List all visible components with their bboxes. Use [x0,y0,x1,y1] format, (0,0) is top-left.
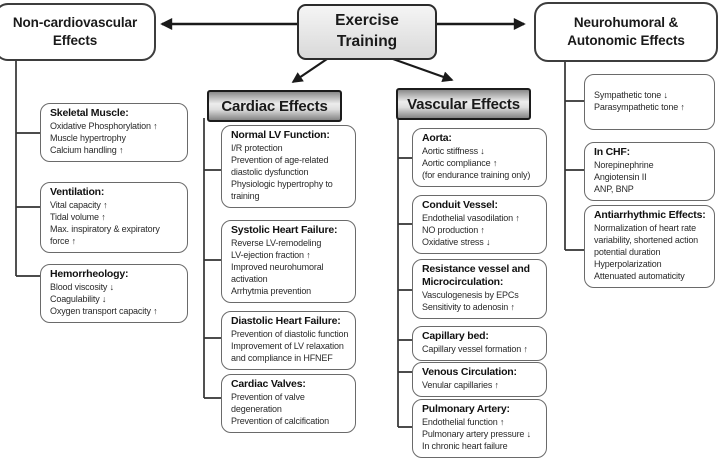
connector-non-cardio [15,56,40,277]
node-antiarrhythmic-effects: Antiarrhythmic Effects: Normalization of… [584,205,715,288]
node-body: Prevention of valve degeneration Prevent… [231,392,330,427]
node-body: Norepinephrine Angiotensin II ANP, BNP [594,160,654,195]
node-sympathetic-tone: Sympathetic tone ↓ Parasympathetic tone … [584,74,715,130]
node-title: Skeletal Muscle: [50,107,129,119]
node-title: Normal LV Function: [231,129,330,141]
node-conduit-vessel: Conduit Vessel: Endothelial vasodilation… [412,195,547,255]
node-neurohumoral-autonomic-effects: Neurohumoral & Autonomic Effects [534,2,718,62]
node-diastolic-heart-failure: Diastolic Heart Failure: Prevention of d… [221,311,356,371]
node-body: I/R protection Prevention of age-related… [231,143,333,201]
header-cardiac-effects: Cardiac Effects [207,90,342,122]
node-body: Normalization of heart rate variability,… [594,223,699,281]
arrow-to-cardiac [291,58,328,83]
node-title: Diastolic Heart Failure: [231,315,341,327]
node-body: Blood viscosity ↓ Coagulability ↓ Oxygen… [50,282,158,317]
node-title: Cardiac Valves: [231,378,306,390]
node-pulmonary-artery: Pulmonary Artery: Endothelial function ↑… [412,399,547,459]
node-body: Capillary vessel formation ↑ [422,344,528,355]
node-body: Reverse LV-remodeling LV-ejection fracti… [231,238,324,296]
node-title: Venous Circulation: [422,366,517,378]
node-title: Hemorrheology: [50,268,129,280]
node-body: Aortic stiffness ↓ Aortic compliance ↑ (… [422,146,531,181]
node-body: Venular capillaries ↑ [422,380,499,391]
node-normal-lv-function: Normal LV Function: I/R protection Preve… [221,125,356,208]
node-exercise-training: Exercise Training [297,4,437,60]
arrow-to-vascular [392,57,454,83]
node-skeletal-muscle: Skeletal Muscle: Oxidative Phosphorylati… [40,103,188,163]
node-title: Conduit Vessel: [422,199,498,211]
node-body: Vasculogenesis by EPCs Sensitivity to ad… [422,290,519,313]
connector-cardiac [203,118,221,399]
node-body: Oxidative Phosphorylation ↑ Muscle hyper… [50,121,158,156]
node-title: Resistance vessel and Microcirculation: [422,263,530,289]
node-body: Vital capacity ↑ Tidal volume ↑ Max. ins… [50,200,160,247]
node-body: Sympathetic tone ↓ Parasympathetic tone … [594,89,685,112]
node-ventilation: Ventilation: Vital capacity ↑ Tidal volu… [40,182,188,253]
node-title: In CHF: [594,146,630,158]
header-vascular-effects: Vascular Effects [396,88,531,120]
node-aorta: Aorta: Aortic stiffness ↓ Aortic complia… [412,128,547,188]
node-non-cardiovascular-effects: Non-cardiovascular Effects [0,3,156,61]
connector-vascular [397,116,412,428]
node-body: Endothelial vasodilation ↑ NO production… [422,213,520,248]
node-hemorrheology: Hemorrheology: Blood viscosity ↓ Coagula… [40,264,188,324]
node-venous-circulation: Venous Circulation: Venular capillaries … [412,362,547,398]
node-title: Aorta: [422,132,452,144]
node-title: Antiarrhythmic Effects: [594,209,706,221]
node-resistance-microcirculation: Resistance vessel and Microcirculation: … [412,259,547,320]
node-title: Systolic Heart Failure: [231,224,338,236]
node-in-chf: In CHF: Norepinephrine Angiotensin II AN… [584,142,715,202]
node-systolic-heart-failure: Systolic Heart Failure: Reverse LV-remod… [221,220,356,303]
node-title: Ventilation: [50,186,105,198]
node-body: Prevention of diastolic function Improve… [231,329,349,364]
node-capillary-bed: Capillary bed: Capillary vessel formatio… [412,326,547,362]
node-title: Capillary bed: [422,330,489,342]
node-title: Pulmonary Artery: [422,403,510,415]
connector-neuro [564,58,584,251]
node-body: Endothelial function ↑ Pulmonary artery … [422,417,531,452]
node-cardiac-valves: Cardiac Valves: Prevention of valve dege… [221,374,356,434]
